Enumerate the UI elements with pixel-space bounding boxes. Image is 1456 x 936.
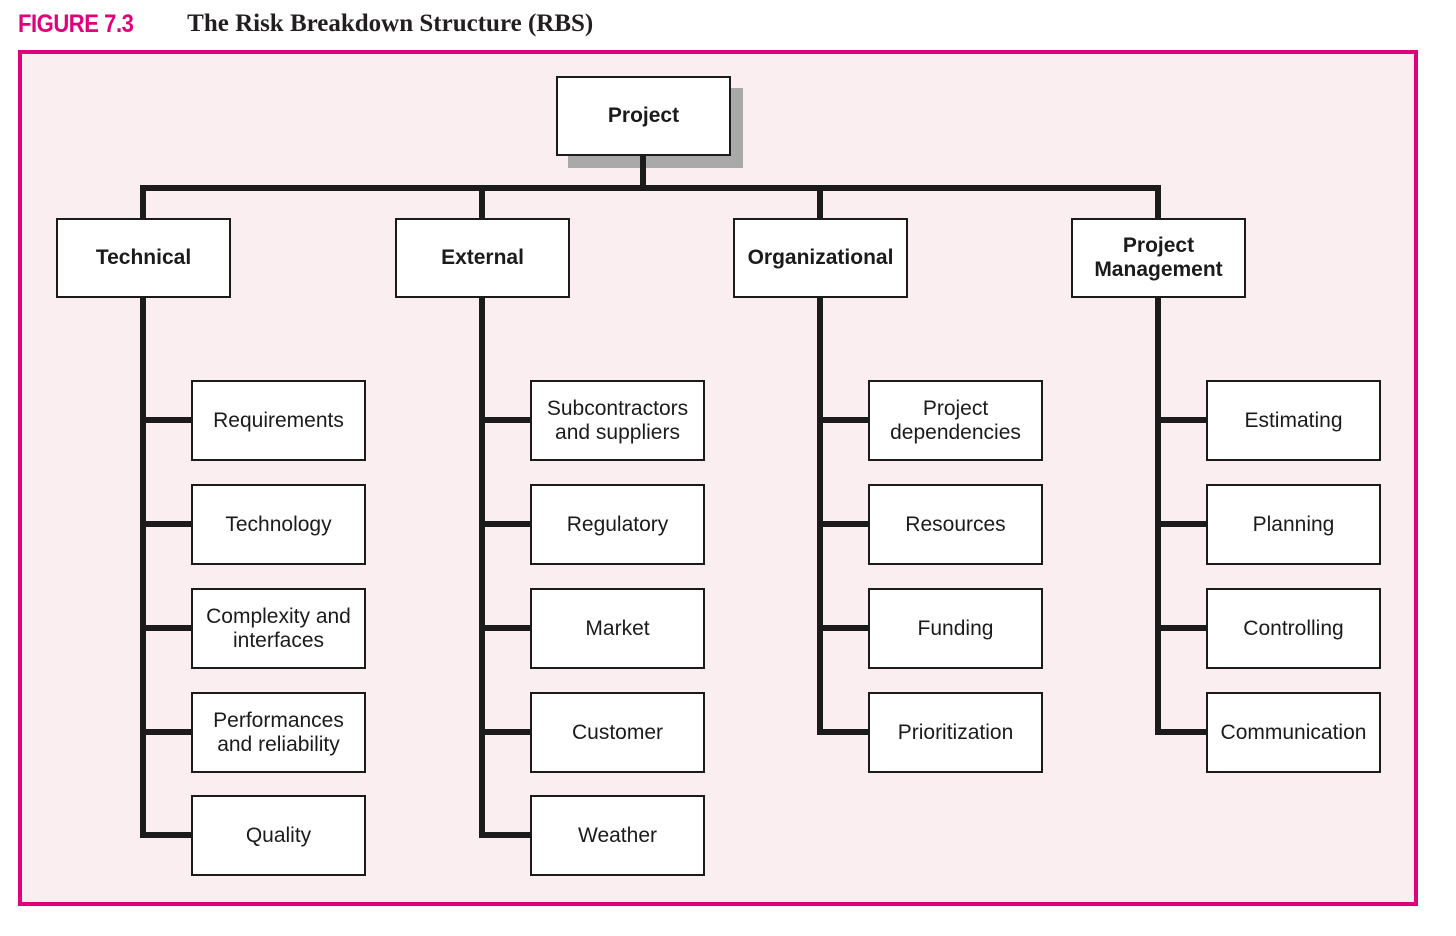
connector-performances-and-reliability: [140, 729, 193, 735]
connector-market: [479, 625, 532, 631]
node-prioritization-label: Prioritization: [897, 720, 1014, 744]
level1-bus: [140, 185, 1161, 191]
node-quality[interactable]: Quality: [191, 795, 366, 876]
node-planning[interactable]: Planning: [1206, 484, 1381, 565]
node-technology-label: Technology: [225, 512, 332, 536]
node-complexity-and-interfaces[interactable]: Complexity and interfaces: [191, 588, 366, 669]
node-performances-and-reliability[interactable]: Performances and reliability: [191, 692, 366, 773]
node-subcontractors-and-suppliers-label: Subcontractors and suppliers: [546, 396, 689, 444]
drop-external: [479, 185, 485, 218]
figure-panel: Project Technical External Organizationa…: [18, 50, 1418, 906]
connector-quality: [140, 832, 193, 838]
node-requirements-label: Requirements: [213, 408, 344, 432]
connector-project-dependencies: [817, 417, 870, 423]
node-resources-label: Resources: [905, 512, 1006, 536]
node-technical[interactable]: Technical: [56, 218, 231, 298]
node-customer-label: Customer: [571, 720, 664, 744]
connector-prioritization: [817, 729, 870, 735]
node-project-management[interactable]: Project Management: [1071, 218, 1246, 298]
node-project-management-label: Project Management: [1094, 234, 1223, 281]
node-organizational[interactable]: Organizational: [733, 218, 908, 298]
node-project[interactable]: Project: [556, 76, 731, 156]
connector-subcontractors-and-suppliers: [479, 417, 532, 423]
node-complexity-and-interfaces-label: Complexity and interfaces: [206, 604, 351, 652]
node-regulatory[interactable]: Regulatory: [530, 484, 705, 565]
node-regulatory-label: Regulatory: [566, 512, 669, 536]
connector-estimating: [1155, 417, 1208, 423]
node-weather-label: Weather: [578, 823, 657, 847]
node-customer[interactable]: Customer: [530, 692, 705, 773]
connector-regulatory: [479, 521, 532, 527]
node-estimating[interactable]: Estimating: [1206, 380, 1381, 461]
node-weather[interactable]: Weather: [530, 795, 705, 876]
node-quality-label: Quality: [245, 823, 312, 847]
node-controlling[interactable]: Controlling: [1206, 588, 1381, 669]
node-project-dependencies[interactable]: Project dependencies: [868, 380, 1043, 461]
connector-technology: [140, 521, 193, 527]
figure-title: The Risk Breakdown Structure (RBS): [187, 10, 594, 37]
root-stem: [640, 156, 646, 191]
node-funding-label: Funding: [917, 616, 994, 640]
drop-project-management: [1155, 185, 1161, 218]
node-market[interactable]: Market: [530, 588, 705, 669]
node-planning-label: Planning: [1252, 512, 1335, 536]
spine-organizational: [817, 298, 823, 734]
drop-organizational: [817, 185, 823, 218]
node-performances-and-reliability-label: Performances and reliability: [213, 708, 344, 756]
node-external-label: External: [441, 246, 524, 270]
node-prioritization[interactable]: Prioritization: [868, 692, 1043, 773]
node-technical-label: Technical: [95, 246, 192, 270]
connector-weather: [479, 832, 532, 838]
node-resources[interactable]: Resources: [868, 484, 1043, 565]
figure-caption: FIGURE 7.3 The Risk Breakdown Structure …: [0, 0, 1456, 48]
node-requirements[interactable]: Requirements: [191, 380, 366, 461]
node-project-label: Project: [607, 104, 680, 128]
node-communication[interactable]: Communication: [1206, 692, 1381, 773]
node-communication-label: Communication: [1220, 720, 1367, 744]
node-organizational-label: Organizational: [747, 246, 894, 270]
node-estimating-label: Estimating: [1244, 408, 1343, 432]
node-external[interactable]: External: [395, 218, 570, 298]
connector-customer: [479, 729, 532, 735]
connector-complexity-and-interfaces: [140, 625, 193, 631]
node-funding[interactable]: Funding: [868, 588, 1043, 669]
spine-technical: [140, 298, 146, 838]
connector-resources: [817, 521, 870, 527]
connector-planning: [1155, 521, 1208, 527]
figure-number: FIGURE 7.3: [18, 9, 134, 38]
node-project-dependencies-label: Project dependencies: [890, 396, 1021, 444]
drop-technical: [140, 185, 146, 218]
node-controlling-label: Controlling: [1243, 616, 1344, 640]
node-market-label: Market: [585, 616, 650, 640]
node-technology[interactable]: Technology: [191, 484, 366, 565]
spine-external: [479, 298, 485, 838]
connector-communication: [1155, 729, 1208, 735]
connector-controlling: [1155, 625, 1208, 631]
spine-project-management: [1155, 298, 1161, 734]
node-subcontractors-and-suppliers[interactable]: Subcontractors and suppliers: [530, 380, 705, 461]
connector-requirements: [140, 417, 193, 423]
connector-funding: [817, 625, 870, 631]
